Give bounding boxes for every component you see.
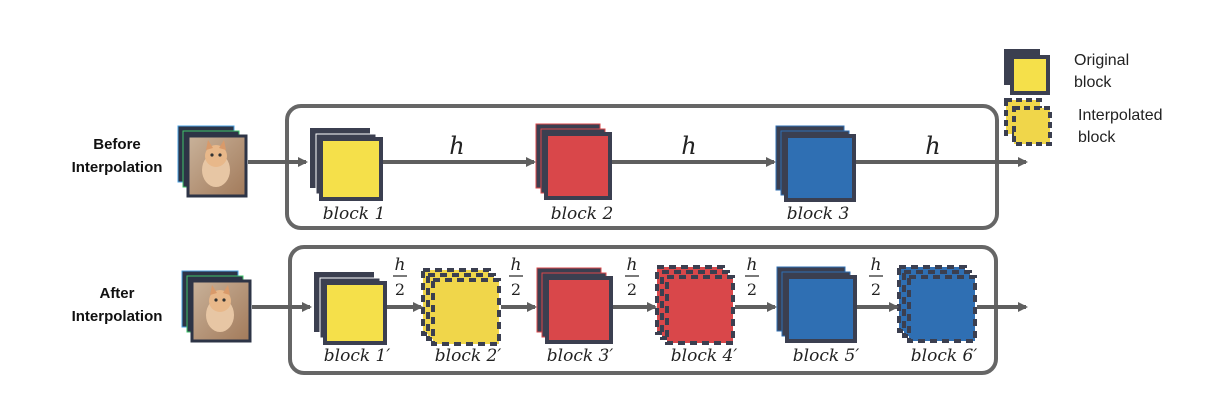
before-block-3: block 3	[775, 125, 856, 224]
edge-label-numerator: h	[627, 255, 638, 275]
after-block-3: block 3′	[536, 267, 614, 366]
after-block-2: block 2′	[421, 268, 502, 366]
legend-original-line1: Original	[1074, 52, 1129, 69]
before-label-line2: Interpolation	[72, 159, 163, 176]
after-edge-label-4: h 2	[745, 255, 759, 299]
legend: Original block Interpolated block	[1004, 49, 1163, 146]
edge-label-numerator: h	[871, 255, 882, 275]
after-edge-label-3: h 2	[625, 255, 639, 299]
cat-image-icon	[190, 279, 252, 343]
after-input-image-stack	[181, 270, 252, 343]
before-edge-label-2: h	[681, 132, 696, 160]
after-block-1-label: block 1′	[324, 346, 391, 366]
after-edge-label-2: h 2	[509, 255, 523, 299]
before-block-2-label: block 2	[551, 204, 614, 224]
before-input-image-stack	[177, 125, 248, 198]
cat-image-icon	[186, 134, 248, 198]
legend-original-line2: block	[1074, 74, 1112, 91]
before-edge-label-1: h	[449, 132, 464, 160]
edge-label-numerator: h	[395, 255, 406, 275]
before-frame	[285, 104, 999, 230]
edge-label-denominator: 2	[395, 280, 405, 299]
before-block-2: block 2	[535, 123, 614, 224]
after-row-label: After Interpolation	[72, 285, 163, 325]
before-row-label: Before Interpolation	[72, 136, 163, 176]
after-edge-label-1: h 2	[393, 255, 407, 299]
edge-label-denominator: 2	[747, 280, 757, 299]
legend-interpolated-line1: Interpolated	[1078, 107, 1163, 124]
before-label-line1: Before	[93, 136, 141, 153]
after-block-3-label: block 3′	[547, 346, 614, 366]
before-block-1-label: block 1	[323, 204, 386, 224]
after-edge-label-5: h 2	[869, 255, 883, 299]
legend-interpolated-line2: block	[1078, 129, 1116, 146]
after-frame	[288, 245, 998, 375]
edge-label-denominator: 2	[511, 280, 521, 299]
edge-label-numerator: h	[511, 255, 522, 275]
after-block-1: block 1′	[314, 272, 390, 366]
legend-original-swatch	[1004, 49, 1050, 95]
after-block-6-label: block 6′	[911, 346, 978, 366]
after-block-5-label: block 5′	[793, 346, 860, 366]
legend-interpolated-swatch	[1004, 98, 1052, 146]
edge-label-denominator: 2	[627, 280, 637, 299]
after-label-line2: Interpolation	[72, 308, 163, 325]
before-edge-label-3: h	[925, 132, 940, 160]
after-block-6: block 6′	[897, 265, 978, 366]
after-block-5: block 5′	[776, 266, 860, 366]
after-block-4-label: block 4′	[671, 346, 738, 366]
before-block-1: block 1	[310, 128, 385, 224]
edge-label-denominator: 2	[871, 280, 881, 299]
after-label-line1: After	[99, 285, 134, 302]
after-block-2-label: block 2′	[435, 346, 502, 366]
edge-label-numerator: h	[747, 255, 758, 275]
after-block-4: block 4′	[655, 265, 738, 366]
before-block-3-label: block 3	[787, 204, 850, 224]
